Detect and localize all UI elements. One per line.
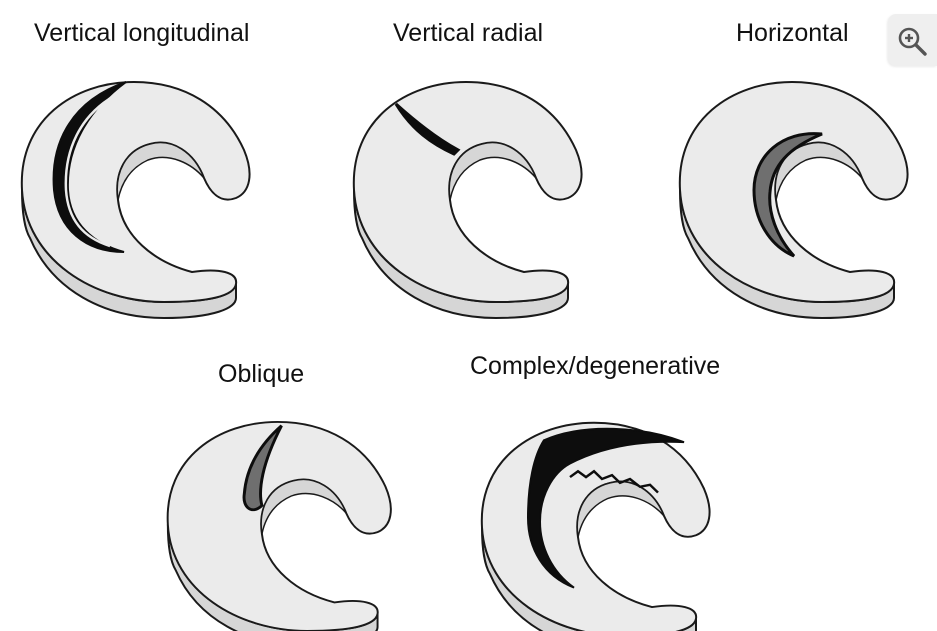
meniscus-vertical-longitudinal <box>22 82 250 318</box>
zoom-button[interactable] <box>888 14 937 66</box>
meniscus-complex-degenerative <box>482 423 710 631</box>
label-vertical-radial: Vertical radial <box>393 19 543 47</box>
meniscus-oblique <box>168 422 391 631</box>
meniscus-horizontal <box>680 82 908 318</box>
label-horizontal: Horizontal <box>736 19 849 47</box>
label-vertical-longitudinal: Vertical longitudinal <box>34 19 249 47</box>
label-oblique: Oblique <box>218 360 304 388</box>
zoom-in-icon <box>896 24 928 56</box>
label-complex-degenerative: Complex/degenerative <box>470 352 720 380</box>
meniscus-vertical-radial <box>354 82 582 318</box>
